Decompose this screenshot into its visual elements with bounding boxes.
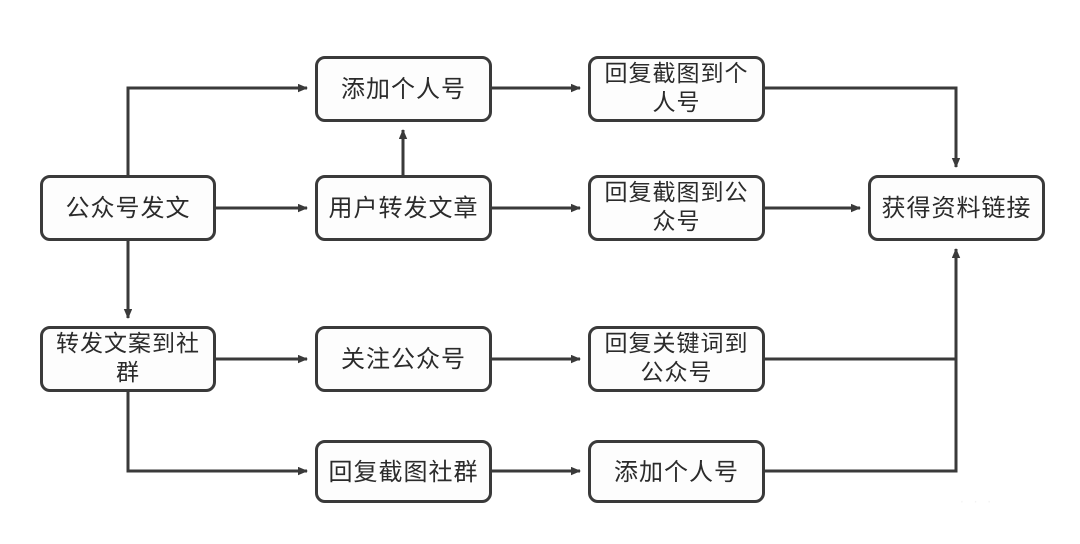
node-yonghu-zhuanfa-wenzhang[interactable]: 用户转发文章 — [315, 175, 492, 241]
node-label: 回复截图到个 人号 — [604, 61, 749, 116]
node-tianjia-gerenhao-bottom[interactable]: 添加个人号 — [588, 440, 765, 503]
node-label: 回复截图社群 — [328, 457, 479, 486]
node-huode-ziliao-lianjie[interactable]: 获得资料链接 — [868, 175, 1045, 241]
node-guanzhu-gongzhonghao[interactable]: 关注公众号 — [315, 326, 492, 392]
node-huifu-jietu-dao-gongzhonghao[interactable]: 回复截图到公 众号 — [588, 175, 765, 241]
node-zhuanfa-wenan-dao-shequn[interactable]: 转发文案到社 群 — [40, 326, 216, 392]
node-huifu-jietu-shequn[interactable]: 回复截图社群 — [315, 440, 492, 503]
connector-n3-to-n6 — [765, 86, 961, 168]
node-label: 回复截图到公 众号 — [604, 180, 749, 235]
node-label: 回复关键词到 公众号 — [604, 331, 749, 386]
node-huifu-guanjianci-dao-gongzhonghao[interactable]: 回复关键词到 公众号 — [588, 326, 765, 392]
node-label: 获得资料链接 — [881, 194, 1032, 222]
node-label: 关注公众号 — [341, 345, 466, 373]
node-label: 添加个人号 — [341, 75, 466, 103]
node-gongzhonghao-fawen[interactable]: 公众号发文 — [40, 175, 216, 241]
node-tianjia-gerenhao-top[interactable]: 添加个人号 — [315, 56, 492, 122]
connector-n11-to-n6 — [765, 248, 961, 473]
node-label: 用户转发文章 — [328, 194, 479, 222]
connector-n1-to-n2 — [126, 83, 308, 175]
node-label: 转发文案到社 群 — [56, 331, 200, 386]
node-label: 添加个人号 — [614, 457, 739, 486]
node-label: 公众号发文 — [65, 194, 191, 222]
connector-n7-to-n10 — [126, 392, 308, 476]
watermark-text: · · · — [960, 495, 995, 509]
node-huifu-jietu-dao-gerenhao[interactable]: 回复截图到个 人号 — [588, 56, 765, 122]
